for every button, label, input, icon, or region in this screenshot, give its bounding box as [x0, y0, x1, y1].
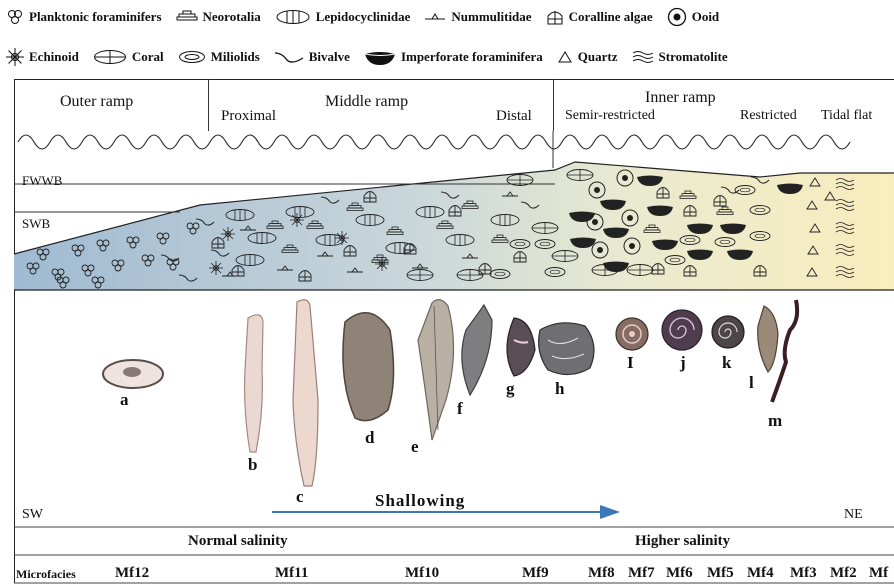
direction-ne: NE [844, 507, 863, 523]
specimen-k-label: k [722, 353, 731, 373]
shallowing-label: Shallowing [375, 491, 465, 511]
microfacies-item: Mf7 [628, 565, 655, 582]
specimen-m-label: m [768, 411, 782, 431]
microfacies-item: Mf9 [522, 565, 549, 582]
specimen-c-image [293, 300, 318, 486]
microfacies-label: Microfacies [16, 567, 76, 582]
specimen-f-image [462, 305, 492, 395]
specimen-i-image [616, 318, 648, 350]
specimen-e-image [418, 300, 454, 440]
specimen-a-image [103, 360, 163, 388]
microfacies-item: Mf10 [405, 565, 439, 582]
specimen-b-image [245, 315, 263, 452]
microfacies-item: Mf5 [707, 565, 734, 582]
specimen-h-label: h [555, 379, 564, 399]
specimen-j-image [662, 310, 702, 350]
salinity-normal: Normal salinity [188, 533, 288, 550]
microfacies-item: Mf12 [115, 565, 149, 582]
specimen-l-label: l [749, 373, 754, 393]
specimen-e-label: e [411, 437, 419, 457]
direction-sw: SW [22, 507, 43, 523]
specimen-j-label: j [680, 353, 686, 373]
microfacies-item: Mf8 [588, 565, 615, 582]
specimen-c-label: c [296, 487, 304, 507]
specimen-g-label: g [506, 379, 515, 399]
specimen-g-image [507, 318, 535, 376]
salinity-higher: Higher salinity [635, 533, 730, 550]
specimen-k-image [712, 316, 744, 348]
microfacies-item: Mf2 [830, 565, 857, 582]
microfacies-item: Mf11 [275, 565, 308, 582]
specimen-f-label: f [457, 399, 463, 419]
specimen-d-label: d [365, 428, 374, 448]
specimen-l-image [758, 306, 778, 372]
microfacies-item: Mf6 [666, 565, 693, 582]
specimen-h-image [539, 323, 594, 375]
specimen-i-label: I [627, 353, 634, 373]
specimen-d-image [343, 313, 394, 421]
microfacies-item: Mf4 [747, 565, 774, 582]
microfacies-item: Mf [869, 565, 888, 582]
specimen-a-label: a [120, 390, 129, 410]
microfacies-item: Mf3 [790, 565, 817, 582]
specimen-b-label: b [248, 455, 257, 475]
